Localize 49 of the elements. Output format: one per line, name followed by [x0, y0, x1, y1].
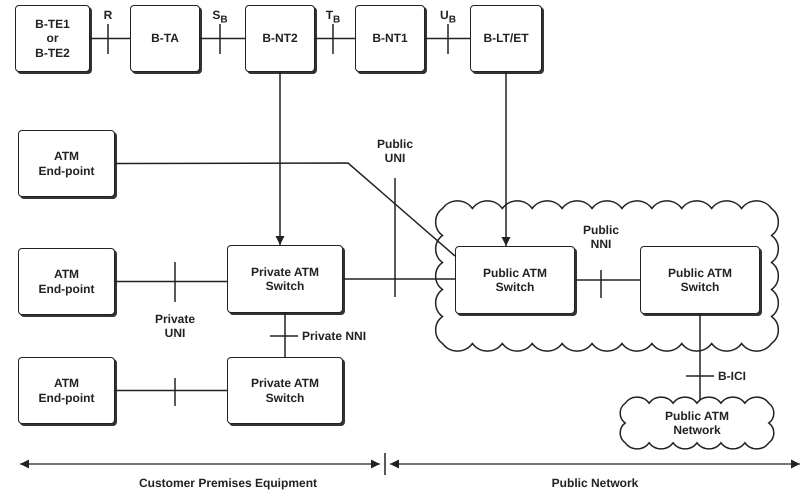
node-label: B-NT2 [262, 31, 298, 46]
connector-line [115, 390, 227, 392]
device-box [15, 5, 90, 72]
interface-label: Public UNI [376, 137, 414, 166]
reference-point-label: T$_{B}$ [326, 8, 340, 26]
connector-line [699, 314, 701, 400]
device-box [18, 357, 115, 424]
connector-line [115, 280, 227, 282]
interface-label: B-ICI [718, 369, 746, 384]
node-label: Public ATM Switch [666, 266, 733, 294]
arrow [502, 72, 510, 246]
node-label: B-NT1 [372, 31, 408, 46]
node-label: B-TA [151, 31, 179, 46]
node-label: B-LT/ET [483, 31, 529, 46]
node-label: Public ATM Switch [482, 266, 548, 294]
device-box [245, 5, 315, 72]
switch-box [227, 357, 343, 424]
device-box [18, 130, 115, 197]
region-label: Customer Premises Equipment [138, 476, 318, 490]
switch-box [227, 245, 343, 313]
node-label: Private ATM Switch [250, 264, 320, 294]
connector-line [425, 38, 470, 40]
node-label: Private ATM Switch [250, 376, 320, 405]
reference-point-label: U$_{B}$ [440, 8, 456, 26]
interface-label: Public NNI [582, 223, 620, 252]
node-label: B-TE1 or B-TE2 [34, 16, 71, 60]
node-label: ATM End-point [38, 376, 96, 405]
connector-line [200, 38, 245, 40]
arrow [276, 72, 284, 245]
connector-line [343, 278, 455, 280]
switch-box [455, 246, 575, 314]
node-label: Public ATM Network [664, 408, 730, 438]
reference-point-label: R [104, 8, 112, 22]
node-label: ATM End-point [38, 149, 96, 178]
region-label: Public Network [552, 476, 638, 490]
switch-box [640, 246, 760, 314]
interface-label: Private UNI [154, 312, 196, 341]
connector-line [115, 162, 456, 257]
connector-line [90, 38, 130, 40]
node-label: ATM End-point [38, 267, 96, 296]
device-box [470, 5, 542, 72]
connector-line [315, 38, 355, 40]
device-box [18, 248, 115, 315]
device-box [130, 5, 200, 72]
connector-line [575, 279, 640, 281]
device-box [355, 5, 425, 72]
reference-point-label: S$_{B}$ [212, 8, 228, 26]
interface-label: Private NNI [302, 329, 366, 344]
connector-line [284, 313, 286, 357]
